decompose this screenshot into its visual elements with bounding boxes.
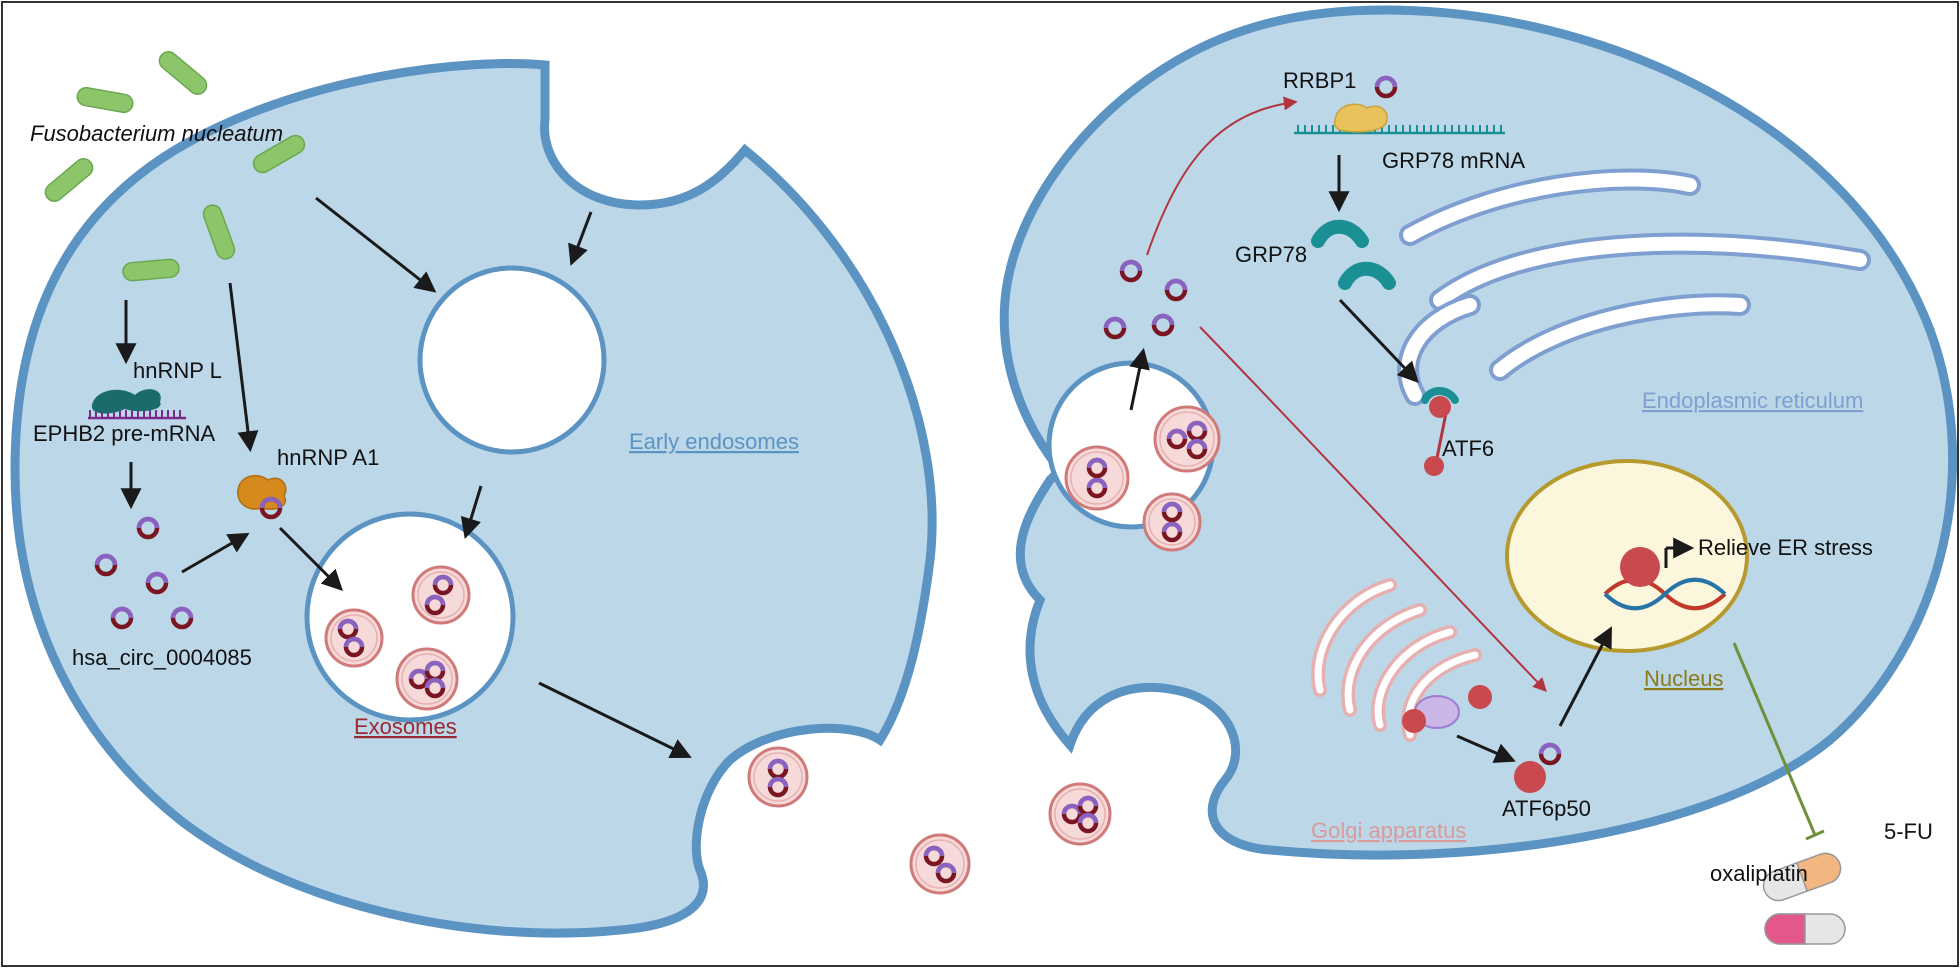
circrna-icon <box>767 776 789 798</box>
label-hnrnp-l: hnRNP L <box>133 358 222 383</box>
circrna-icon <box>1061 803 1083 825</box>
label-golgi: Golgi apparatus <box>1311 818 1466 843</box>
label-ephb2: EPHB2 pre-mRNA <box>33 421 215 446</box>
bacterium-icon <box>44 158 94 202</box>
label-5fu: 5-FU <box>1884 819 1933 844</box>
circrna-icon <box>110 606 134 630</box>
label-nucleus: Nucleus <box>1644 666 1723 691</box>
circrna-icon <box>923 845 945 867</box>
capsule-oxaliplatin <box>1764 913 1846 945</box>
grp78-protein <box>1311 219 1396 290</box>
golgi-protein-2 <box>1402 709 1426 733</box>
circrna-icon <box>408 668 430 690</box>
label-oxaliplatin: oxaliplatin <box>1710 861 1808 886</box>
circrna-icon <box>1161 521 1183 543</box>
circrna-icon <box>259 496 283 520</box>
circrna-icon <box>1086 477 1108 499</box>
circrna-icon <box>1166 428 1188 450</box>
capsule-5fu <box>1762 852 1842 902</box>
circrna-icon <box>337 618 359 640</box>
atf6-end <box>1424 456 1444 476</box>
circrna-icon <box>1077 812 1099 834</box>
circrna-icon <box>432 574 454 596</box>
dna-helix <box>1603 577 1727 611</box>
circrna-icon <box>1161 501 1183 523</box>
grp78-bound <box>1421 387 1459 404</box>
label-circ: hsa_circ_0004085 <box>72 645 252 670</box>
label-exosomes: Exosomes <box>354 714 457 739</box>
label-atf6: ATF6 <box>1442 436 1494 461</box>
exosome-body-left <box>304 511 516 723</box>
golgi-inner <box>1314 581 1479 739</box>
circrna-icon <box>1538 742 1562 766</box>
circrna-icon <box>424 594 446 616</box>
er-shape <box>1397 168 1871 406</box>
atf6-head <box>1429 396 1451 418</box>
label-rrbp1: RRBP1 <box>1283 68 1356 93</box>
atf6p50-protein <box>1514 761 1546 793</box>
atf6-stalk <box>1434 407 1449 464</box>
bacterium-icon <box>158 51 208 95</box>
right-cell <box>999 5 1958 860</box>
early-endosome <box>417 265 607 455</box>
circrna-icon <box>1119 259 1143 283</box>
circrna-icon <box>935 862 957 884</box>
arrows-black <box>115 155 1695 763</box>
circrna-icon <box>94 553 118 577</box>
circrna-icon <box>424 677 446 699</box>
circrna-icon <box>343 636 365 658</box>
label-hnrnp-a1: hnRNP A1 <box>277 445 379 470</box>
circrna-icon <box>136 516 160 540</box>
label-grp78-mrna: GRP78 mRNA <box>1382 148 1525 173</box>
rrbp1-protein <box>1333 103 1388 133</box>
label-relieve: Relieve ER stress <box>1698 535 1873 560</box>
label-early-endosomes: Early endosomes <box>629 429 799 454</box>
bacterium-icon <box>202 204 236 260</box>
inhibition-line <box>1732 642 1825 841</box>
circrna-icon <box>145 571 169 595</box>
circrna-icon <box>1186 438 1208 460</box>
label-grp78: GRP78 <box>1235 242 1307 267</box>
bacterium-icon <box>122 258 180 282</box>
golgi-protein <box>1468 685 1492 709</box>
left-cell <box>10 59 937 938</box>
circrna-icon <box>1151 313 1175 337</box>
arrows-red <box>1146 96 1547 693</box>
hnrnp-l-protein <box>91 389 161 414</box>
circrna-icon <box>1103 316 1127 340</box>
nucleus-protein <box>1620 547 1660 587</box>
circrna-icon <box>1164 278 1188 302</box>
label-er: Endoplasmic reticulum <box>1642 388 1863 413</box>
label-atf6p50: ATF6p50 <box>1502 796 1591 821</box>
circrna-group <box>94 75 1562 895</box>
circrna-icon <box>170 606 194 630</box>
bacteria-group <box>44 51 306 282</box>
bacterium-icon <box>76 86 134 114</box>
circrna-icon <box>1086 457 1108 479</box>
bacterium-icon <box>252 134 306 174</box>
label-bacterium: Fusobacterium nucleatum <box>30 121 283 146</box>
circrna-icon <box>1374 75 1398 99</box>
